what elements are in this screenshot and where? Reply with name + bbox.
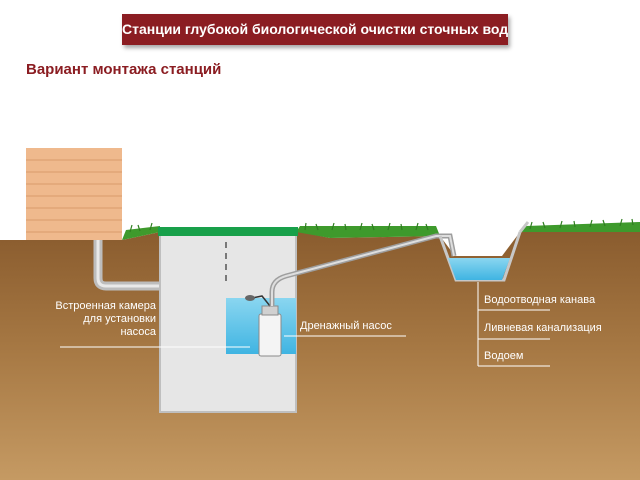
storm-drain-label: Ливневая канализация xyxy=(484,322,602,334)
ditch-label: Водоотводная канава xyxy=(484,294,596,306)
house-siding xyxy=(26,159,122,233)
drain-pump-label: Дренажный насос xyxy=(300,320,392,332)
outlet-bracket xyxy=(477,282,550,367)
pump-chamber-label-line1: Встроенная камера xyxy=(55,300,156,312)
station-lid xyxy=(158,227,298,236)
pond-label: Водоем xyxy=(484,350,524,362)
house-wall xyxy=(26,148,122,240)
page-title: Станции глубокой биологической очистки с… xyxy=(122,14,508,45)
grass-blades xyxy=(129,218,634,233)
float-switch xyxy=(251,295,271,307)
pump-chamber-label-line3: насоса xyxy=(120,326,156,338)
drain-pump xyxy=(258,313,282,357)
pump-chamber-label-line2: для установки xyxy=(83,313,156,325)
ditch-water xyxy=(448,258,510,280)
grass xyxy=(122,222,640,240)
pump-chamber-label: Встроенная камера для установки насоса xyxy=(28,300,156,339)
section-subtitle: Вариант монтажа станций xyxy=(26,61,222,78)
